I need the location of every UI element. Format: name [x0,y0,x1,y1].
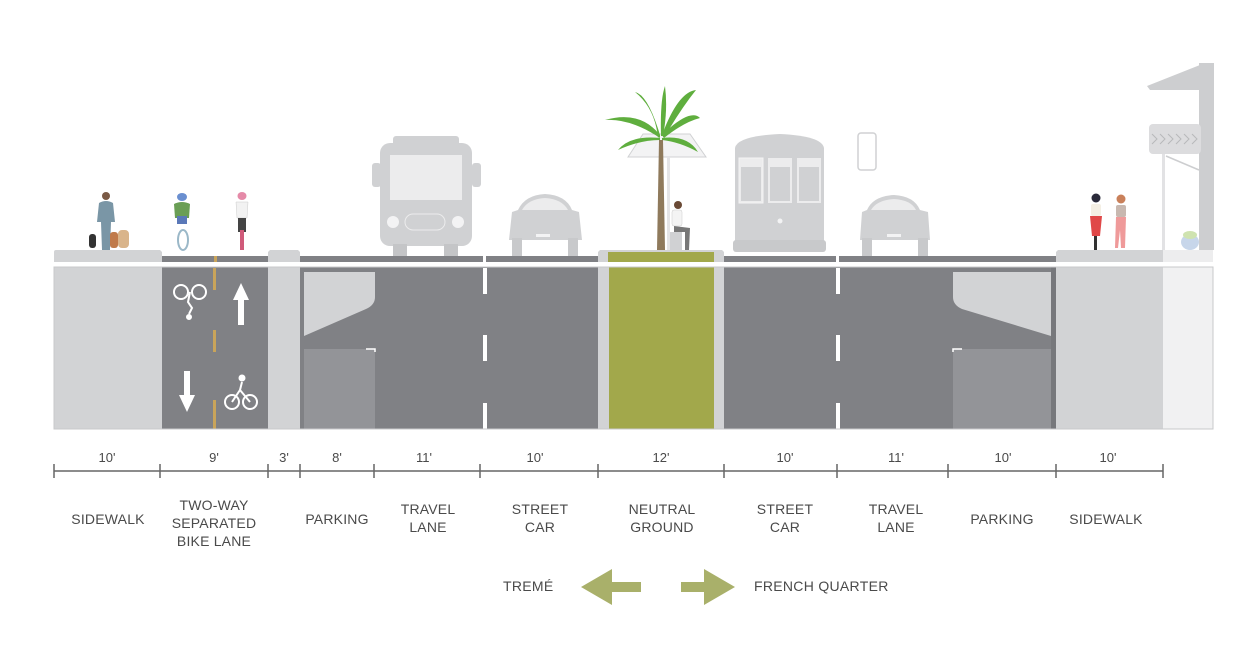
palm-tree [605,86,700,250]
arrow-right-icon [681,569,735,605]
two-pedestrians [1090,193,1126,250]
dim-sidewalk-right: 10' [1099,450,1117,465]
label-bike-lane: TWO-WAY SEPARATED BIKE LANE [171,497,257,549]
direction-label-french-quarter: FRENCH QUARTER [754,578,889,594]
arrow-left-icon [581,569,641,605]
label-parking-left: PARKING [305,511,369,527]
label-street-car-left: STREET CAR [511,501,569,535]
dim-street-car-left: 10' [526,450,544,465]
buffer-plan [268,267,300,429]
direction-label-treme: TREMÉ [503,578,554,594]
cyclist-back [235,192,249,250]
dim-sidewalk-left: 10' [98,450,116,465]
traffic-sign [857,132,877,171]
sidewalk-right-plan [1056,267,1163,429]
dim-parking-left: 8' [332,450,342,465]
arrow-up-icon [233,283,249,325]
label-street-car-right: STREET CAR [756,501,814,535]
label-parking-right: PARKING [970,511,1034,527]
dim-travel-lane-left: 11' [416,450,432,465]
bike-symbol-icon [224,374,258,410]
label-travel-lane-left: TRAVEL LANE [400,501,456,535]
streetcar [733,134,826,252]
arrow-down-icon [179,371,195,412]
bus [372,136,481,256]
label-sidewalk-right: SIDEWALK [1069,511,1143,527]
dim-neutral-ground: 12' [652,450,670,465]
label-neutral-ground: NEUTRAL GROUND [628,501,696,535]
balcony-building [1147,63,1214,250]
cyclist-front [174,193,190,251]
dim-street-car-right: 10' [776,450,794,465]
label-sidewalk-left: SIDEWALK [71,511,145,527]
dimension-line [53,464,1164,478]
pedestrian-with-dogs [89,192,129,250]
dim-travel-lane-right: 11' [888,450,904,465]
shelter-canopy [627,133,707,250]
car [509,194,582,256]
plan-view [53,266,1214,430]
seated-person [670,201,690,250]
dim-buffer: 3' [279,450,289,465]
dim-parking-right: 10' [994,450,1012,465]
dim-bike-lane: 9' [209,450,219,465]
bike-symbol-icon [173,284,207,320]
label-travel-lane-right: TRAVEL LANE [868,501,924,535]
elevation-ground [54,250,1213,262]
car [860,195,930,256]
sidewalk-left-plan [54,267,162,429]
